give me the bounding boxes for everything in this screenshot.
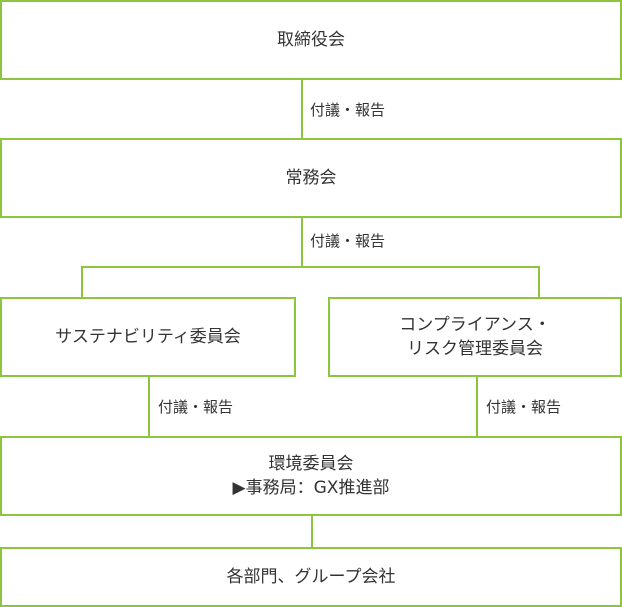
node-sustainability: サステナビリティ委員会: [0, 297, 296, 377]
connector-environment-sustainability: [148, 375, 150, 437]
node-departments: 各部門、グループ会社: [0, 547, 622, 607]
node-executive-label: 常務会: [285, 168, 337, 188]
node-compliance-label-line2: リスク管理委員会: [407, 339, 543, 359]
connector-branch-sustainability: [81, 266, 83, 298]
connector-committees-executive: [301, 216, 303, 268]
node-board-label: 取締役会: [277, 30, 345, 50]
connector-environment-compliance: [476, 375, 478, 437]
edge-label-environment-compliance: 付議・報告: [486, 398, 562, 416]
connector-branch-compliance: [538, 266, 540, 298]
edge-label-executive-board: 付議・報告: [310, 101, 386, 119]
edge-label-committees-executive: 付議・報告: [310, 232, 386, 250]
node-environment-label-line1: 環境委員会: [268, 454, 354, 474]
node-compliance-label-line1: コンプライアンス・: [399, 315, 551, 335]
connector-departments-environment: [311, 514, 313, 548]
connector-executive-board: [301, 79, 303, 139]
node-compliance: コンプライアンス・ リスク管理委員会: [328, 297, 622, 377]
node-board: 取締役会: [0, 0, 622, 80]
node-departments-label: 各部門、グループ会社: [226, 567, 396, 587]
node-sustainability-label: サステナビリティ委員会: [55, 327, 241, 347]
node-environment-secretariat: ▶事務局：GX推進部: [232, 478, 390, 498]
node-executive: 常務会: [0, 138, 622, 218]
node-environment: 環境委員会 ▶事務局：GX推進部: [0, 436, 622, 516]
connector-committees-branch: [81, 266, 540, 268]
edge-label-environment-sustainability: 付議・報告: [158, 398, 234, 416]
